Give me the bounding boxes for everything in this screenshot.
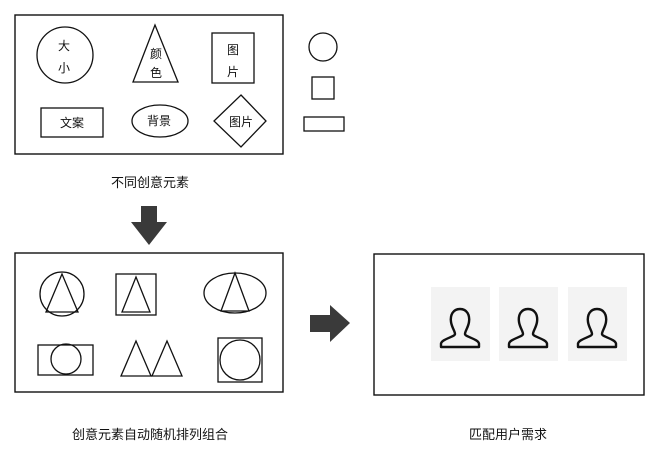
size-element: 大 小 xyxy=(36,26,94,84)
image-label-1: 图 xyxy=(227,43,239,57)
extra-square-shape xyxy=(311,76,335,100)
color-label-1: 颜 xyxy=(150,46,162,61)
user-card-2 xyxy=(499,287,558,361)
text-label: 文案 xyxy=(60,115,84,130)
user-icon xyxy=(507,307,549,349)
diamond-image-label: 图片 xyxy=(229,115,253,129)
caption-creative-elements: 不同创意元素 xyxy=(111,175,189,191)
color-label-2: 色 xyxy=(150,66,162,80)
caption-match-user-needs: 匹配用户需求 xyxy=(469,427,547,443)
caption-auto-combination: 创意元素自动随机排列组合 xyxy=(72,427,228,443)
image-element: 图 片 xyxy=(211,32,255,84)
background-label: 背景 xyxy=(147,114,171,128)
combo-ellipse-triangle xyxy=(203,271,267,314)
combo-circle-triangle xyxy=(39,271,85,317)
user-card-1 xyxy=(431,287,490,361)
text-element: 文案 xyxy=(40,107,104,138)
down-arrow-icon xyxy=(131,206,167,245)
right-arrow-icon xyxy=(310,305,350,342)
combo-double-triangle xyxy=(120,339,183,377)
extra-bar-shape xyxy=(303,116,345,132)
combo-square-triangle xyxy=(115,273,157,316)
combination-panel xyxy=(14,252,284,393)
combo-square-circle xyxy=(217,337,263,383)
size-label-1: 大 xyxy=(58,39,70,53)
color-element: 颜 色 xyxy=(132,23,179,83)
extra-circle-shape xyxy=(308,32,338,62)
image-label-2: 片 xyxy=(227,65,239,79)
background-element: 背景 xyxy=(131,104,189,138)
size-label-2: 小 xyxy=(58,61,70,75)
creative-elements-panel xyxy=(14,14,284,155)
user-icon xyxy=(576,307,618,349)
combo-rectangle-circle xyxy=(37,343,94,376)
user-card-3 xyxy=(568,287,627,361)
user-icon xyxy=(439,307,481,349)
diamond-image-element: 图片 xyxy=(213,94,267,148)
